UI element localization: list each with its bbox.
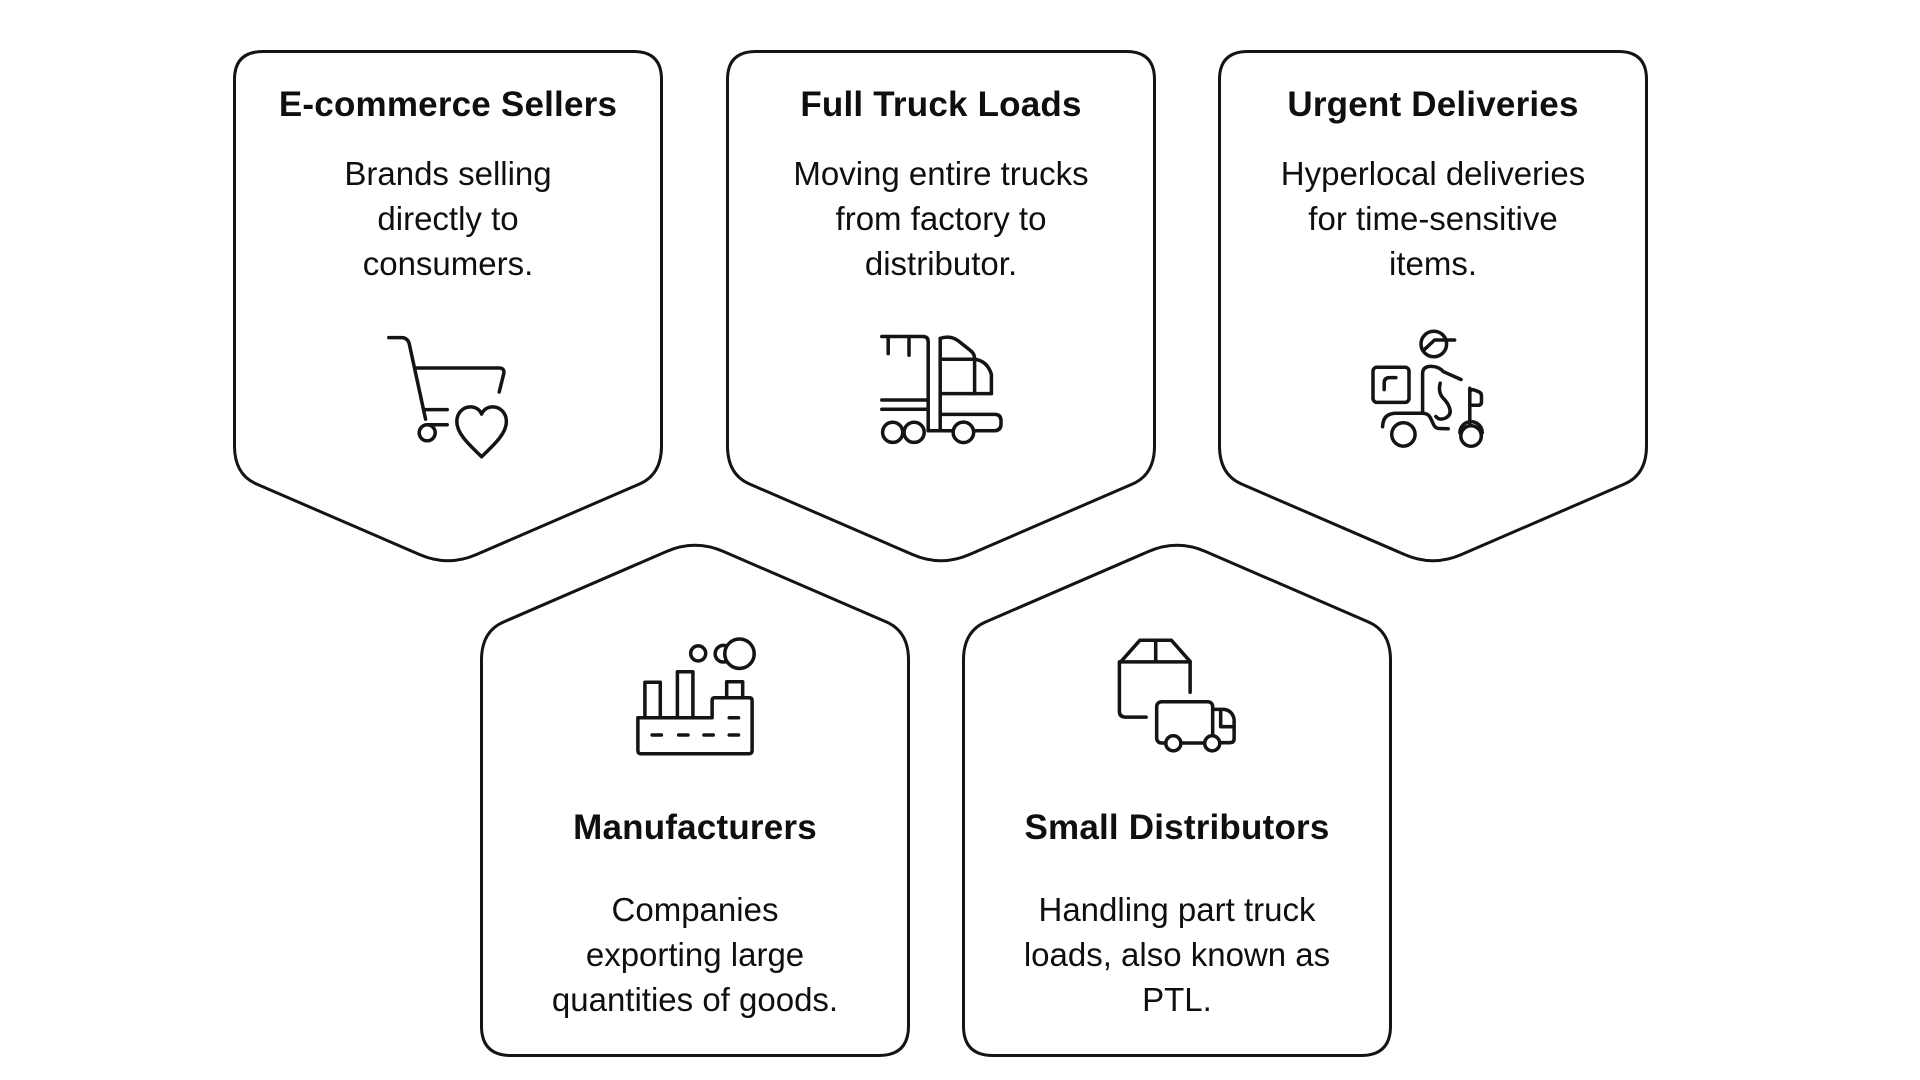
semi-truck-icon bbox=[861, 320, 1021, 480]
card-outline bbox=[1218, 50, 1648, 563]
factory-icon bbox=[615, 619, 775, 779]
card-content: E-commerce Sellers Brands selling direct… bbox=[263, 50, 633, 480]
card-title: Manufacturers bbox=[573, 808, 817, 847]
card-title: Urgent Deliveries bbox=[1287, 85, 1579, 124]
card-content: Full Truck Loads Moving entire trucks fr… bbox=[756, 50, 1126, 480]
card-ecommerce-sellers: E-commerce Sellers Brands selling direct… bbox=[233, 50, 663, 572]
card-description: Moving entire trucks from factory to dis… bbox=[793, 155, 1089, 282]
card-title: Full Truck Loads bbox=[800, 85, 1082, 124]
card-outline bbox=[726, 50, 1156, 563]
card-small-distributors: Small Distributors Handling part truck l… bbox=[962, 533, 1392, 1057]
card-urgent-deliveries: Urgent Deliveries Hyperlocal deliveries … bbox=[1218, 50, 1648, 572]
card-outline bbox=[962, 543, 1392, 1057]
card-content: Urgent Deliveries Hyperlocal deliveries … bbox=[1248, 50, 1618, 480]
box-delivery-truck-icon bbox=[1097, 619, 1257, 779]
card-outline bbox=[233, 50, 663, 563]
card-title: Small Distributors bbox=[1024, 808, 1330, 847]
card-manufacturers: Manufacturers Companies exporting large … bbox=[480, 533, 910, 1057]
card-outline bbox=[480, 543, 910, 1057]
card-title: E-commerce Sellers bbox=[278, 85, 618, 124]
card-description: Brands selling directly to consumers. bbox=[344, 155, 552, 282]
card-content: Manufacturers Companies exporting large … bbox=[510, 613, 880, 1057]
delivery-scooter-icon bbox=[1353, 320, 1513, 480]
card-full-truck-loads: Full Truck Loads Moving entire trucks fr… bbox=[726, 50, 1156, 572]
card-description: Companies exporting large quantities of … bbox=[551, 891, 839, 1018]
card-content: Small Distributors Handling part truck l… bbox=[992, 613, 1362, 1057]
shopping-cart-heart-icon bbox=[368, 320, 528, 480]
card-description: Hyperlocal deliveries for time-sensitive… bbox=[1280, 155, 1586, 282]
card-description: Handling part truck loads, also known as… bbox=[1023, 891, 1331, 1018]
